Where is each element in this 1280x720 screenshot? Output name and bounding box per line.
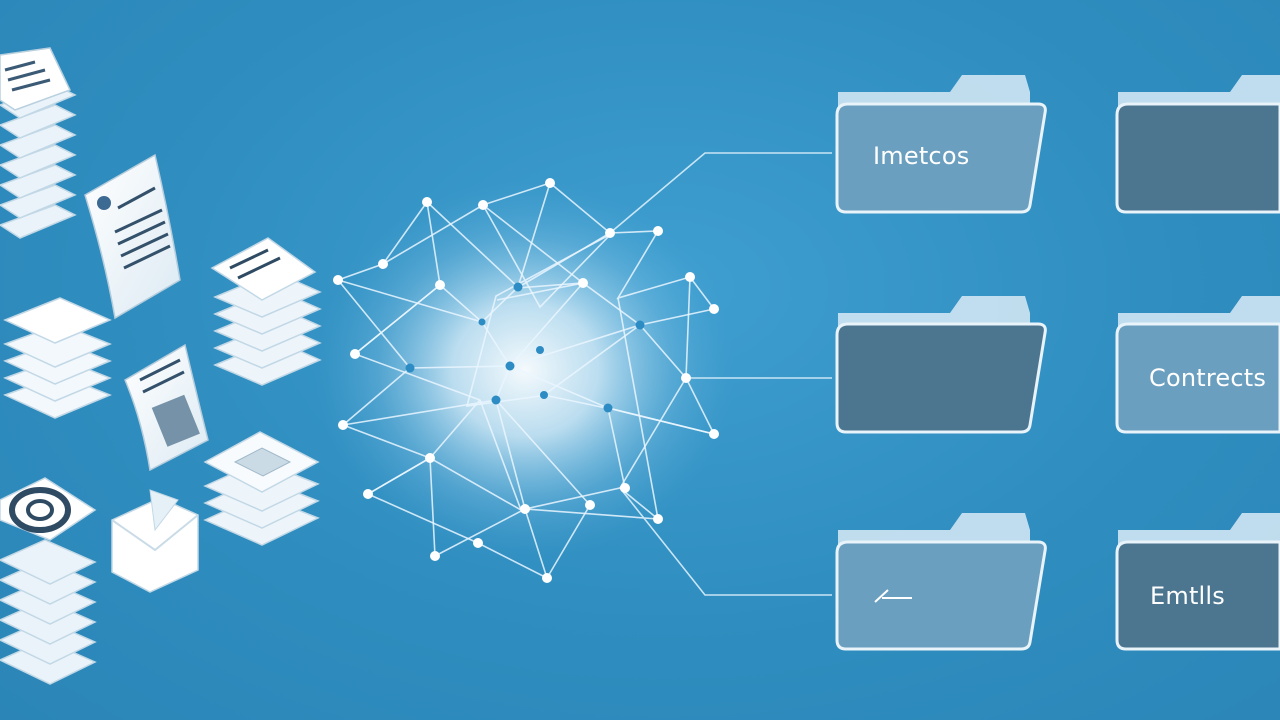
document-stack-icon: [203, 431, 320, 546]
folder-icon[interactable]: [835, 513, 1047, 651]
document-stack-icon: [210, 237, 322, 386]
document-stacks: [0, 47, 322, 685]
network-glow: [315, 180, 735, 560]
network-node-cluster: [315, 152, 832, 596]
pen-icon: [874, 589, 912, 603]
network-hub-nodes: [405, 282, 645, 413]
envelope-icon: [111, 489, 199, 593]
folder-icon[interactable]: [835, 296, 1047, 434]
folder-icon[interactable]: [835, 75, 1047, 214]
connector-lines: [609, 152, 832, 596]
document-page-icon: [124, 343, 209, 472]
document-stack-icon: [0, 477, 97, 685]
folder-icon[interactable]: [1115, 513, 1280, 651]
document-stack-icon: [3, 297, 112, 419]
document-page-icon: [84, 153, 181, 320]
folder-icon[interactable]: [1115, 75, 1280, 214]
document-stack-icon: [0, 47, 77, 239]
folder-icon[interactable]: [1115, 296, 1280, 434]
folder-grid: [835, 75, 1280, 651]
network-nodes: [333, 178, 719, 583]
